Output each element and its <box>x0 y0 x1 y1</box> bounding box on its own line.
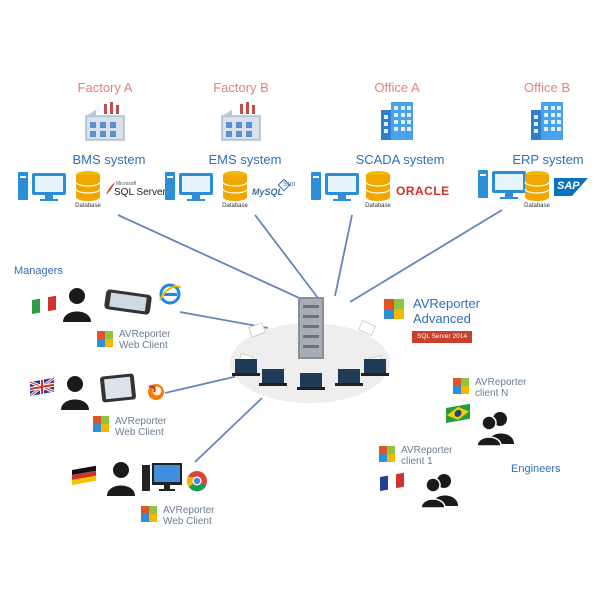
database-label: Database <box>222 203 248 209</box>
puzzle-icon <box>384 299 404 319</box>
ie-icon <box>159 283 181 305</box>
product-name-line2: Advanced <box>413 311 471 326</box>
user-icon <box>107 462 135 496</box>
tablet-icon <box>100 373 136 403</box>
computer-icon <box>478 170 526 199</box>
connector-managers-3 <box>194 397 263 463</box>
client-1-label-line1: AVReporter <box>401 445 453 456</box>
database-icon <box>75 171 101 201</box>
connector-factory-b <box>254 214 319 299</box>
user-icon <box>61 376 89 410</box>
database-icon <box>365 171 391 201</box>
web-client-label-line1: AVReporter <box>115 416 167 427</box>
puzzle-icon <box>93 416 109 432</box>
client-1-label-line2: client 1 <box>401 456 433 467</box>
system-name-erp: ERP system <box>512 152 584 167</box>
factory-icon <box>85 102 125 141</box>
office-building-icon <box>381 102 413 140</box>
web-client-label-line1: AVReporter <box>119 329 171 340</box>
computer-icon <box>18 172 66 201</box>
site-name-factory-b: Factory B <box>213 80 269 95</box>
brand-sap: SAP <box>557 180 580 192</box>
connector-factory-a <box>117 214 309 303</box>
flag-brazil-icon <box>446 403 470 423</box>
puzzle-icon <box>379 446 395 462</box>
client-n-label-line1: AVReporter <box>475 377 527 388</box>
engineers-label: Engineers <box>511 463 561 475</box>
flag-italy-icon <box>32 295 56 314</box>
sql-server-logo-icon <box>106 182 115 195</box>
web-client-label-line2: Web Client <box>119 340 168 351</box>
site-name-factory-a: Factory A <box>77 80 133 95</box>
brand-oracle: ORACLE <box>396 184 450 198</box>
flag-uk-icon <box>29 376 55 398</box>
user-group-icon <box>476 412 514 447</box>
sun-logo-icon <box>277 178 291 192</box>
puzzle-icon <box>453 378 469 394</box>
database-label: Database <box>365 203 391 209</box>
sap-logo-icon <box>554 178 588 196</box>
product-name-line1: AVReporter <box>413 296 480 311</box>
chrome-icon <box>187 471 207 492</box>
office-building-icon <box>531 102 563 140</box>
system-name-scada: SCADA system <box>355 152 445 167</box>
server-cluster <box>230 297 390 403</box>
smartphone-icon <box>104 289 152 315</box>
laptop-icon <box>232 359 389 390</box>
firefox-icon <box>148 384 164 400</box>
site-name-office-b: Office B <box>523 80 570 95</box>
database-label: Database <box>524 203 550 209</box>
puzzle-icon <box>97 331 113 347</box>
connector-managers-1 <box>179 311 269 329</box>
computer-icon <box>311 172 359 201</box>
factory-icon <box>221 102 261 141</box>
web-client-label-line2: Web Client <box>163 516 212 527</box>
web-client-label-line1: AVReporter <box>163 505 215 516</box>
connector-office-b <box>349 209 503 303</box>
system-name-ems: EMS system <box>208 152 282 167</box>
puzzle-icon <box>141 506 157 522</box>
database-icon <box>222 171 248 201</box>
user-group-icon <box>420 474 458 509</box>
brand-sql-server: SQL Server <box>114 187 166 198</box>
flag-france-icon <box>380 472 404 491</box>
client-n-label-line2: client N <box>475 388 509 399</box>
server-icon <box>298 297 324 359</box>
managers-label: Managers <box>14 265 63 277</box>
web-client-label-line2: Web Client <box>115 427 164 438</box>
site-name-office-a: Office A <box>374 80 420 95</box>
database-icon <box>524 171 550 201</box>
flag-germany-icon <box>72 465 96 485</box>
desktop-icon <box>142 463 182 491</box>
database-label: Database <box>75 203 101 209</box>
brand-mysql: MySQL <box>252 187 284 197</box>
brand-sub-microsoft: Microsoft <box>116 181 137 187</box>
sql-server-2014-badge: SQL Server 2014 <box>412 331 472 343</box>
computer-icon <box>165 172 213 201</box>
system-name-bms: BMS system <box>72 152 146 167</box>
user-icon <box>63 288 91 322</box>
connector-office-a <box>334 214 353 297</box>
